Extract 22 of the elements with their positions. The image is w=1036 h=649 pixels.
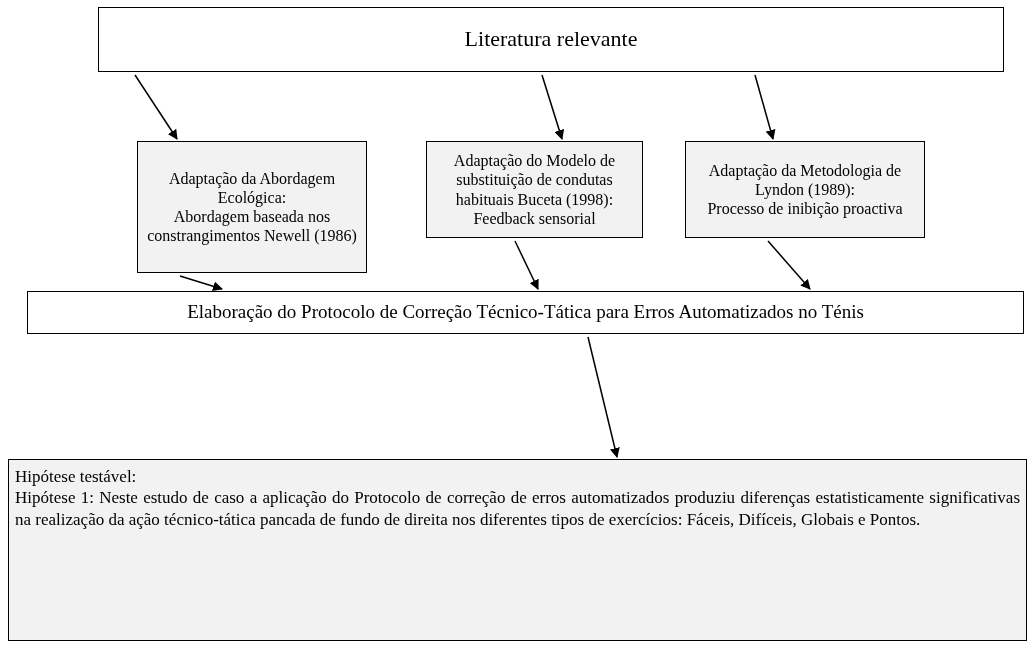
process-box (685, 141, 925, 238)
box-heading: Hipótese testável: (15, 466, 138, 488)
process-box (426, 141, 643, 238)
arrow (767, 240, 811, 290)
box-text: Feedback sensorial (473, 209, 596, 228)
box-text: Elaboração do Protocolo de Correção Técnico-Tática para Erros Automatizados no Ténis (187, 301, 864, 324)
box-text: Abordagem baseada nos constrangimentos Newell (1986) (146, 207, 358, 246)
arrow (134, 74, 178, 140)
arrow (754, 74, 776, 140)
arrow (514, 240, 539, 290)
process-box (98, 7, 1004, 72)
box-text: Hipótese 1: Neste estudo de caso a aplicação do Protocolo de correção de erros automatizados produziu diferenças estatisticamente significativas na realização da ação técnico-tática pancada de fundo de direita nos diferentes tipos de exercícios: Fáceis, Difíceis, Globais e Pontos. (15, 487, 1020, 530)
box-heading: Adaptação do Modelo de substituição de condutas habituais Buceta (1998): (452, 151, 617, 209)
box-heading: Adaptação da Metodologia de Lyndon (1989): (707, 160, 903, 200)
box-text: Literatura relevante (464, 26, 638, 53)
process-box (137, 141, 367, 273)
box-heading: Adaptação da Abordagem Ecológica: (167, 168, 337, 207)
arrow (541, 74, 565, 140)
arrow (587, 336, 620, 458)
process-box (27, 291, 1024, 334)
box-text: Processo de inibição proactiva (707, 199, 903, 219)
process-box (8, 459, 1027, 641)
